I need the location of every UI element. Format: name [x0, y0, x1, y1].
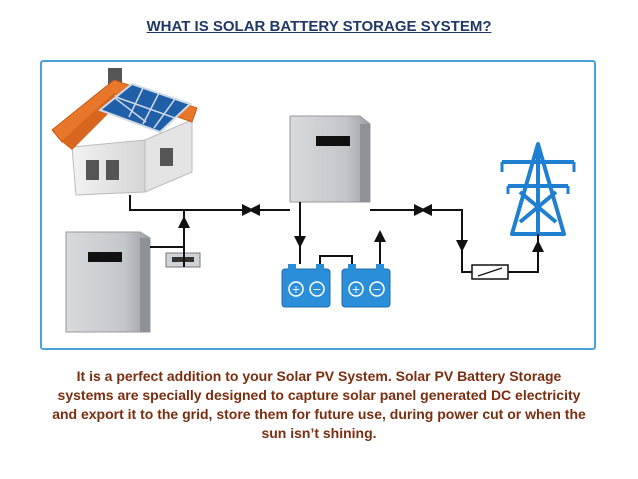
house-icon	[51, 68, 198, 196]
svg-text:+: +	[291, 283, 300, 296]
wiring	[129, 195, 544, 273]
caption-text: It is a perfect addition to your Solar P…	[52, 368, 586, 441]
system-diagram: + − + −	[51, 68, 576, 333]
solar-panel-icon	[98, 82, 192, 134]
svg-text:−: −	[372, 283, 381, 296]
resistor-icon	[471, 264, 509, 280]
diagram-frame: + − + −	[40, 60, 596, 350]
inverter-icon	[289, 115, 371, 203]
svg-text:−: −	[312, 283, 321, 296]
slide-title: WHAT IS SOLAR BATTERY STORAGE SYSTEM?	[146, 18, 492, 35]
power-pylon-icon	[500, 142, 576, 236]
battery-icon: + −	[341, 264, 391, 308]
battery-icon: + −	[281, 264, 331, 308]
meter-cabinet-icon	[65, 231, 151, 333]
svg-text:+: +	[351, 283, 360, 296]
